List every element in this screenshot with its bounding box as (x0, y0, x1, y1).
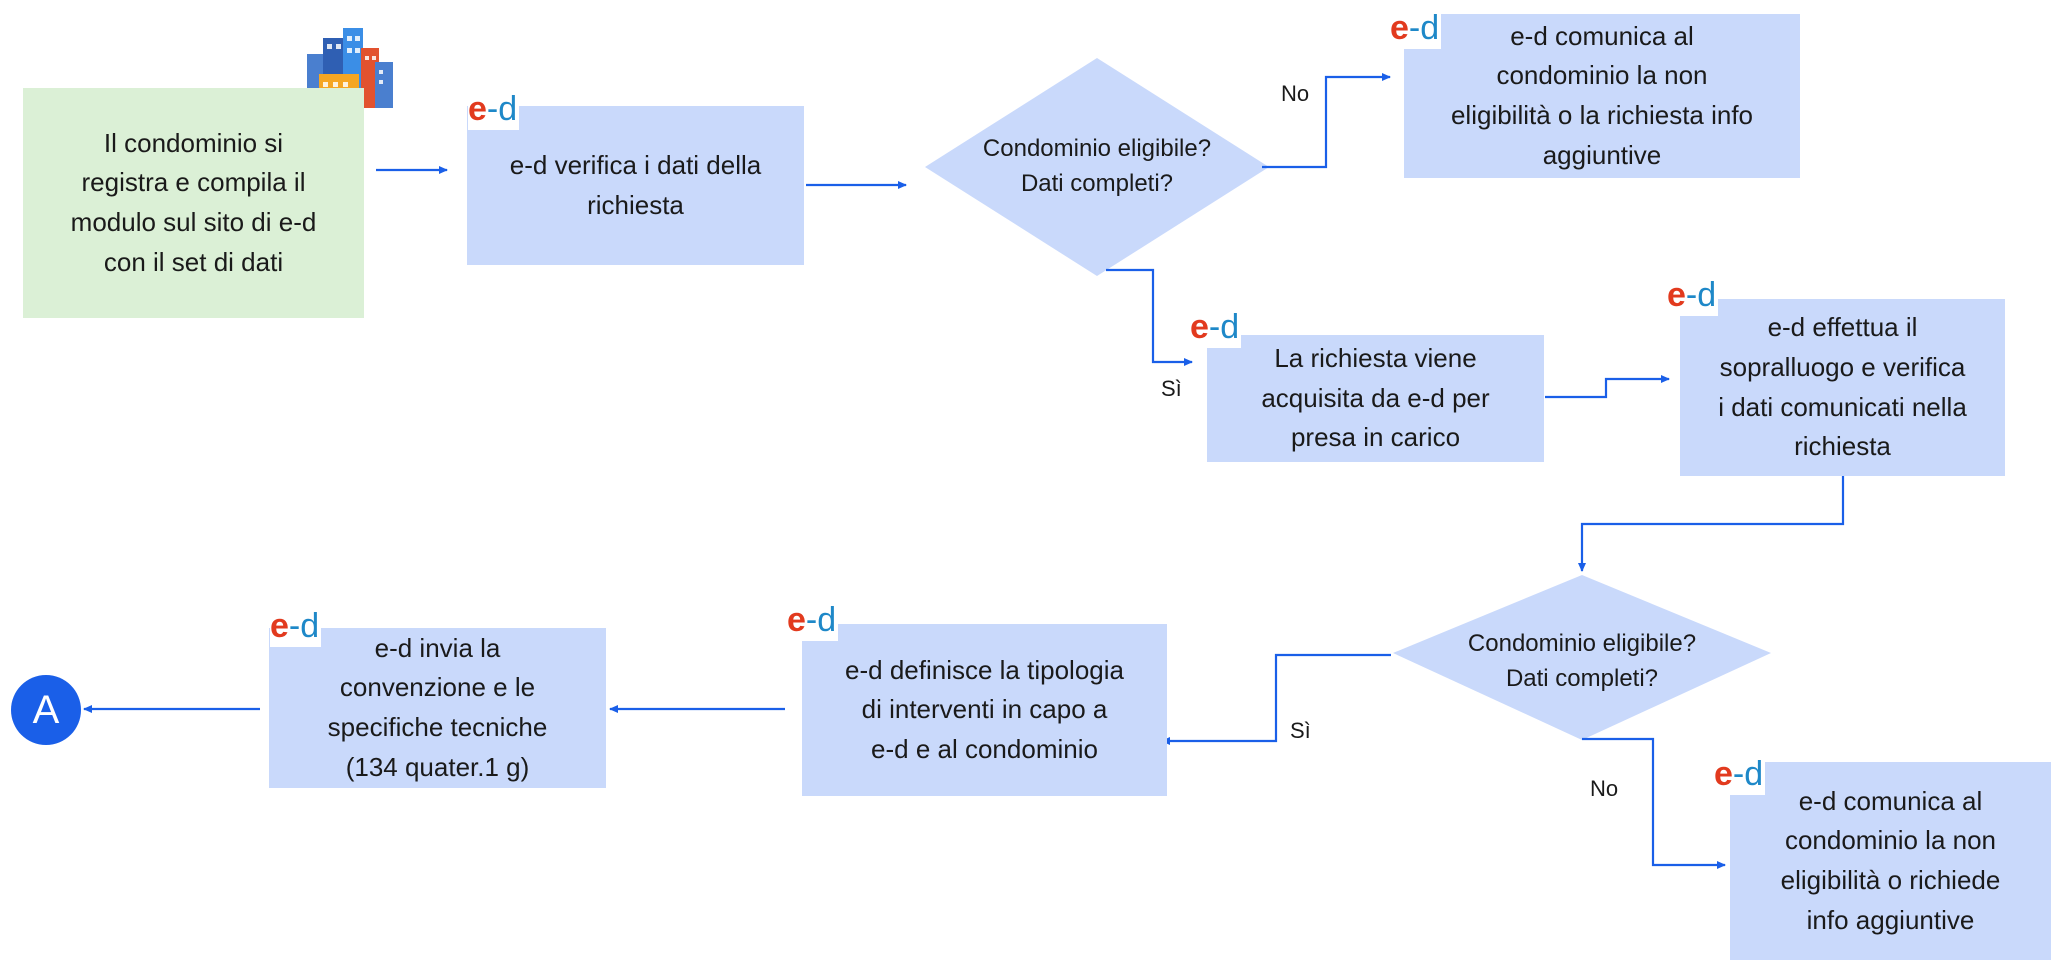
arrow-decision-1-no (1262, 73, 1391, 169)
decision-1-shape (925, 58, 1269, 276)
inspection-box: e-d effettua il sopralluogo e verifica i… (1680, 299, 2005, 476)
edge-label-yes-2: Sì (1290, 718, 1311, 743)
ed-logo: e-d (787, 601, 839, 641)
arrow-acquired-to-inspection (1545, 375, 1670, 399)
edge-label-no-1: No (1281, 81, 1310, 106)
not-eligible-2-box: e-d comunica al condominio la non eligib… (1730, 762, 2051, 960)
decision-2-text: Condominio eligibile? Dati completi? (1467, 630, 1697, 692)
acquired-box: La richiesta viene acquisita da e-d per … (1207, 335, 1544, 462)
not-eligible-2-text: e-d comunica al condominio la non eligib… (1780, 785, 2001, 935)
not-eligible-1-box: e-d comunica al condominio la non eligib… (1404, 14, 1800, 178)
ed-logo: e-d (270, 607, 322, 647)
arrow-inspection-to-decision-2 (1578, 476, 1845, 572)
define-interventions-box: e-d definisce la tipologia di interventi… (802, 624, 1167, 796)
send-agreement-box: e-d invia la convenzione e le specifiche… (269, 628, 606, 788)
arrow-decision-1-yes (1106, 268, 1193, 366)
not-eligible-1-text: e-d comunica al condominio la non eligib… (1450, 20, 1754, 170)
arrow-decision-2-yes (1161, 653, 1391, 745)
verify-request-box: e-d verifica i dati della richiesta (467, 106, 804, 265)
define-interventions-text: e-d definisce la tipologia di interventi… (845, 654, 1124, 764)
ed-logo: e-d (1714, 755, 1766, 795)
start-text: Il condominio si registra e compila il m… (70, 127, 317, 277)
send-agreement-text: e-d invia la convenzione e le specifiche… (327, 632, 548, 782)
decision-1-text: Condominio eligibile? Dati completi? (982, 135, 1212, 197)
edge-label-no-2: No (1590, 776, 1619, 801)
ed-logo: e-d (1667, 276, 1719, 316)
decision-2-shape (1393, 575, 1771, 740)
start-box: Il condominio si registra e compila il m… (23, 88, 364, 318)
edge-label-yes-1: Sì (1161, 376, 1182, 401)
ed-logo: e-d (1190, 308, 1242, 348)
inspection-text: e-d effettua il sopralluogo e verifica i… (1718, 312, 1967, 462)
connector-a: A (11, 675, 81, 745)
acquired-text: La richiesta viene acquisita da e-d per … (1261, 343, 1490, 453)
arrow-decision-2-no (1582, 737, 1726, 869)
verify-request-text: e-d verifica i dati della richiesta (509, 149, 762, 220)
ed-logo: e-d (468, 90, 520, 130)
ed-logo: e-d (1390, 9, 1442, 49)
